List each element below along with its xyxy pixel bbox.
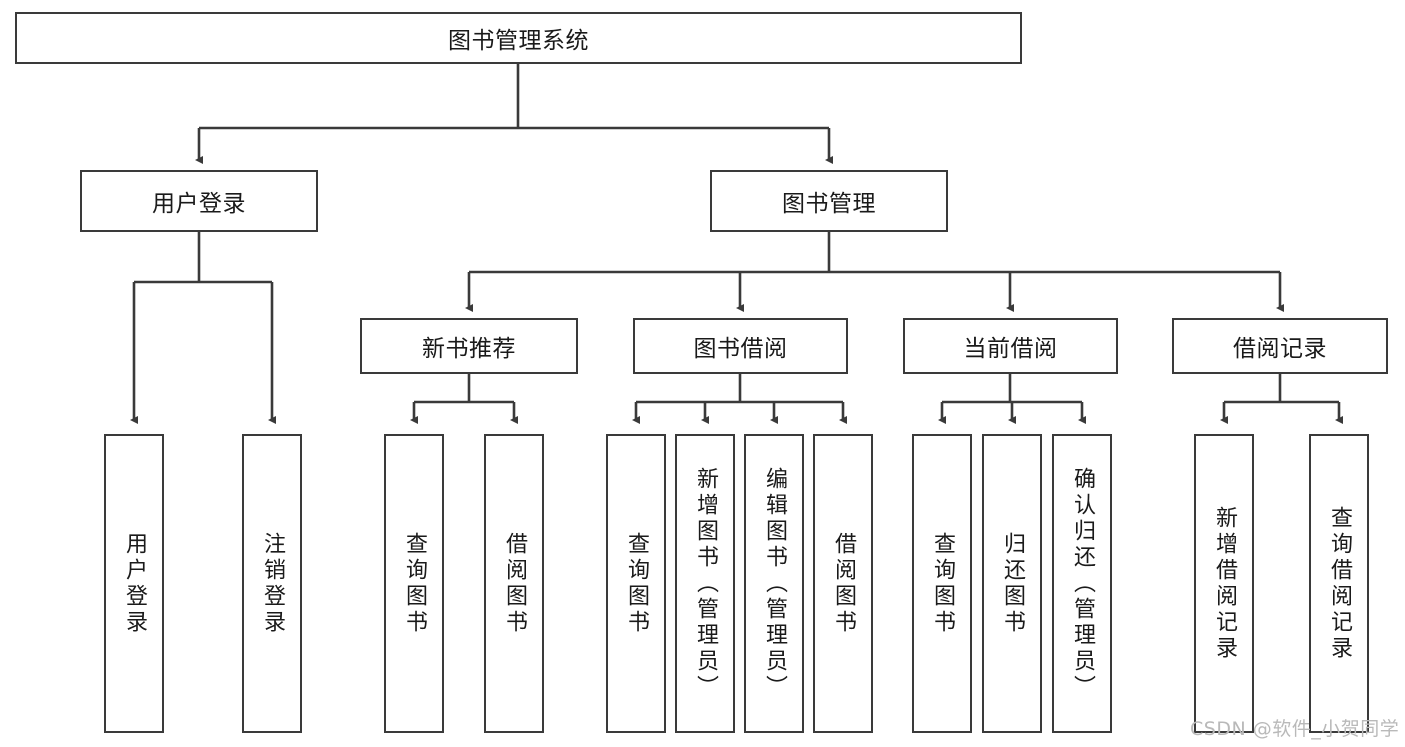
leaf-query-record[interactable]: 查询借阅记录	[1309, 434, 1369, 733]
node-borrow-record-label: 借阅记录	[1233, 336, 1327, 362]
leaf-borrow-book-1-label: 借阅图书	[502, 531, 527, 636]
node-book-borrow[interactable]: 图书借阅	[633, 318, 848, 374]
leaf-user-login-label: 用户登录	[122, 531, 147, 636]
leaf-add-book[interactable]: 新增图书（管理员）	[675, 434, 735, 733]
leaf-add-record-label: 新增借阅记录	[1212, 505, 1237, 662]
node-book-borrow-label: 图书借阅	[693, 336, 788, 362]
node-root-label: 图书管理系统	[448, 28, 589, 54]
node-borrow-record[interactable]: 借阅记录	[1172, 318, 1388, 374]
node-root[interactable]: 图书管理系统	[15, 12, 1022, 64]
node-book-manage-label: 图书管理	[782, 191, 876, 217]
node-new-book-recommend[interactable]: 新书推荐	[360, 318, 578, 374]
leaf-edit-book[interactable]: 编辑图书（管理员）	[744, 434, 804, 733]
leaf-query-book-3[interactable]: 查询图书	[912, 434, 972, 733]
leaf-return-book-label: 归还图书	[1000, 531, 1025, 636]
leaf-add-record[interactable]: 新增借阅记录	[1194, 434, 1254, 733]
node-user-login-label: 用户登录	[152, 191, 246, 217]
node-user-login[interactable]: 用户登录	[80, 170, 318, 232]
leaf-query-book-2-label: 查询图书	[624, 531, 649, 636]
leaf-query-book-1-label: 查询图书	[402, 531, 427, 636]
leaf-borrow-book-2[interactable]: 借阅图书	[813, 434, 873, 733]
leaf-query-book-2[interactable]: 查询图书	[606, 434, 666, 733]
node-current-borrow[interactable]: 当前借阅	[903, 318, 1118, 374]
leaf-query-record-label: 查询借阅记录	[1327, 505, 1352, 662]
leaf-user-login[interactable]: 用户登录	[104, 434, 164, 733]
leaf-borrow-book-1[interactable]: 借阅图书	[484, 434, 544, 733]
leaf-return-book[interactable]: 归还图书	[982, 434, 1042, 733]
node-new-book-recommend-label: 新书推荐	[422, 336, 516, 362]
leaf-edit-book-label: 编辑图书（管理员）	[762, 466, 787, 701]
node-current-borrow-label: 当前借阅	[963, 336, 1058, 362]
leaf-confirm-return-label: 确认归还（管理员）	[1070, 466, 1095, 701]
node-book-manage[interactable]: 图书管理	[710, 170, 948, 232]
leaf-user-logout[interactable]: 注销登录	[242, 434, 302, 733]
leaf-query-book-1[interactable]: 查询图书	[384, 434, 444, 733]
watermark-text: CSDN @软件_小贺同学	[1190, 718, 1400, 740]
leaf-confirm-return[interactable]: 确认归还（管理员）	[1052, 434, 1112, 733]
leaf-borrow-book-2-label: 借阅图书	[831, 531, 856, 636]
leaf-query-book-3-label: 查询图书	[930, 531, 955, 636]
leaf-user-logout-label: 注销登录	[260, 531, 285, 636]
leaf-add-book-label: 新增图书（管理员）	[693, 466, 718, 701]
